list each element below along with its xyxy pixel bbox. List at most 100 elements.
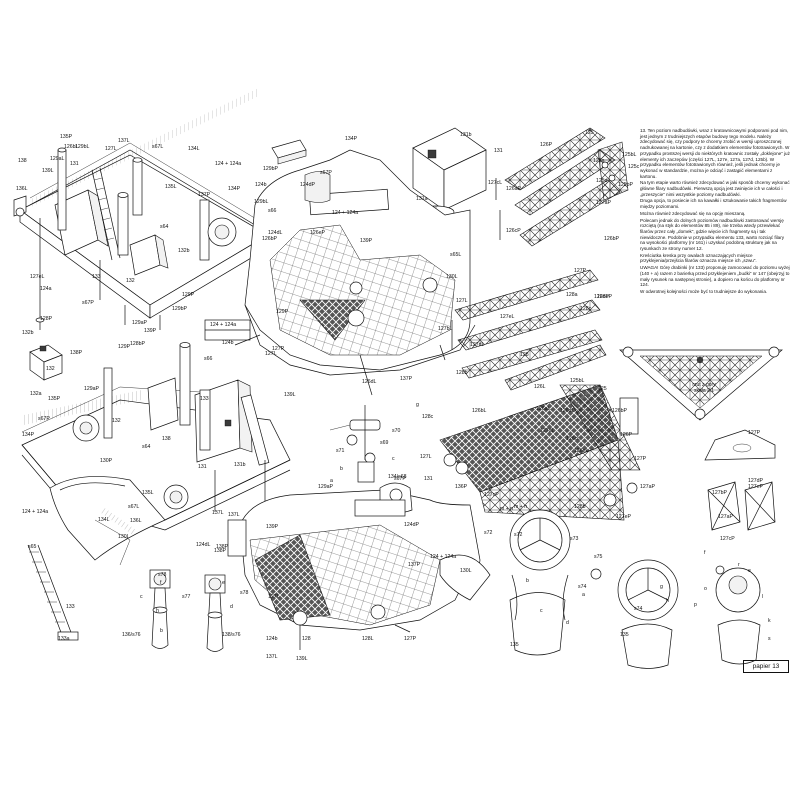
part-label: 127aP (640, 484, 656, 490)
part-label: s75 (594, 554, 602, 560)
part-label: b (160, 628, 163, 634)
part-label: 136L (130, 518, 142, 524)
part-label: 127eL (500, 314, 515, 320)
page-number-label: papier 13 (743, 660, 789, 673)
part-label: a (582, 592, 585, 598)
fitting-s70 (329, 405, 381, 483)
part-label: 138 (18, 158, 27, 164)
part-label: 127L (265, 351, 277, 357)
part-label: s66 (204, 356, 212, 362)
part-label: 137P (408, 562, 421, 568)
part-label: 127dL (470, 342, 485, 348)
part-label: f (704, 550, 706, 556)
part-138-bracket (271, 139, 307, 165)
part-label: h (666, 598, 669, 604)
part-label: 125c (628, 164, 640, 170)
part-label: s69 (380, 440, 388, 446)
part-label: 126dL (362, 379, 377, 385)
part-label: 127aP (718, 514, 734, 520)
part-label: 136L (16, 186, 28, 192)
part-label: 139L (296, 656, 308, 662)
ladder-133 (27, 544, 79, 641)
part-label: 138 (162, 436, 171, 442)
part-label: s (768, 636, 771, 642)
part-label: s70 (392, 428, 400, 434)
part-label: 133 (200, 396, 209, 402)
part-label: 126P (620, 432, 633, 438)
part-label: 133 (66, 604, 75, 610)
part-label: 131 (424, 476, 433, 482)
part-label: 125d (596, 178, 608, 184)
instruction-paragraph: W odwrotnej kolejności może być to trudn… (640, 288, 768, 294)
part-label: 126dL (560, 408, 575, 414)
part-label: 128P (40, 316, 53, 322)
part-label: s73 (570, 536, 578, 542)
part-label: 127P (634, 456, 647, 462)
part-label: 124dP (404, 522, 420, 528)
part-label: s67P (82, 300, 94, 306)
part-label: 125a (593, 158, 605, 164)
part-label: b (340, 466, 343, 472)
part-label: 124b (266, 636, 278, 642)
part-label: 124 + 124a (22, 509, 48, 515)
part-label: f (160, 580, 162, 586)
part-label: 137L (118, 138, 130, 144)
part-label: 135L (142, 490, 154, 496)
part-label: 136P (455, 484, 468, 490)
part-label: l (762, 594, 763, 600)
top-view-caption-line: rzut z góry (692, 382, 716, 388)
part-label: 128a (566, 292, 578, 298)
part-label: e (222, 580, 225, 586)
part-label: 135P (60, 134, 73, 140)
part-label: 126cL (566, 436, 580, 442)
part-label: s64 (160, 224, 168, 230)
part-label: 124b (222, 340, 234, 346)
part-label: c (140, 594, 143, 600)
part-label: 133a (58, 636, 70, 642)
part-label: 138/s76 (222, 632, 241, 638)
part-label: s67P (320, 170, 332, 176)
middle-left-deck (21, 342, 291, 566)
part-label: 124 + 124a (430, 554, 456, 560)
part-label: 127dP (748, 478, 764, 484)
part-label: 126eL (574, 448, 589, 454)
part-label: 126cP (506, 228, 521, 234)
part-label: 129bL (75, 144, 90, 150)
part-label: 124a (40, 286, 52, 292)
part-label: 137P (400, 376, 413, 382)
lower-right-triangle-truss (439, 384, 641, 530)
part-label: 138P (216, 544, 229, 550)
part-label: 131a (416, 196, 428, 202)
part-label: 127cP (484, 492, 499, 498)
part-label: 127bL (438, 326, 453, 332)
part-label: s74 (634, 606, 642, 612)
part-label: 128c (580, 306, 592, 312)
plate-127P (704, 429, 776, 461)
part-label: p (694, 602, 697, 608)
part-label: c (392, 456, 395, 462)
instruction-paragraph: Na tym etapie warto również zdecydować w… (640, 180, 790, 197)
instruction-paragraph: Polecam jednak do dolnych poziomów nadbu… (640, 217, 785, 252)
part-label: s74 (578, 584, 586, 590)
part-label: 132 (46, 366, 55, 372)
part-label: 134P (228, 186, 241, 192)
part-label: 127L (105, 146, 117, 152)
part-label: 132a (30, 391, 42, 397)
part-label: 127P (574, 268, 587, 274)
part-label: 126L (534, 384, 546, 390)
part-label: 126eP (597, 294, 613, 300)
part-label: s67L (128, 504, 139, 510)
part-label: 137L (228, 512, 240, 518)
part-label: 134P (345, 136, 358, 142)
part-label: 137L (212, 510, 224, 516)
part-label: 131b (234, 462, 246, 468)
part-label: 127cL (488, 180, 502, 186)
part-label: 135P (48, 396, 61, 402)
part-label: 129bL (254, 199, 269, 205)
part-label: 139P (266, 524, 279, 530)
part-label: 124 + 124a (215, 161, 241, 167)
parts-127-wheels (707, 481, 776, 531)
small-part-132 (29, 344, 63, 381)
part-label: s67L (152, 144, 163, 150)
